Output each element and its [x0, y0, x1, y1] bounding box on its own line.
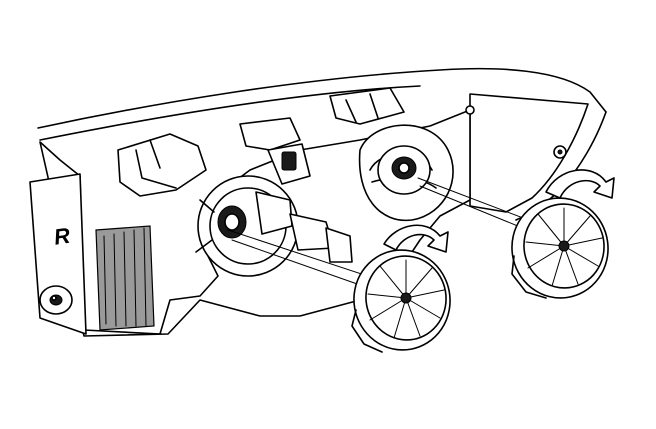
side-mark-label: R [52, 223, 71, 250]
high-beam-bulb-socket [377, 145, 431, 195]
wiring-connector [267, 143, 311, 185]
low-beam-bulb-cap-cover [351, 249, 451, 353]
high-beam-bulb-cap-cover [511, 197, 609, 299]
mount-bolt-icon [39, 285, 73, 315]
low-beam-bulb-socket [195, 175, 353, 277]
rotate-arrow-icon [545, 169, 615, 199]
rotate-arrow-icon [383, 224, 449, 253]
headlamp-housing: R [29, 67, 607, 337]
